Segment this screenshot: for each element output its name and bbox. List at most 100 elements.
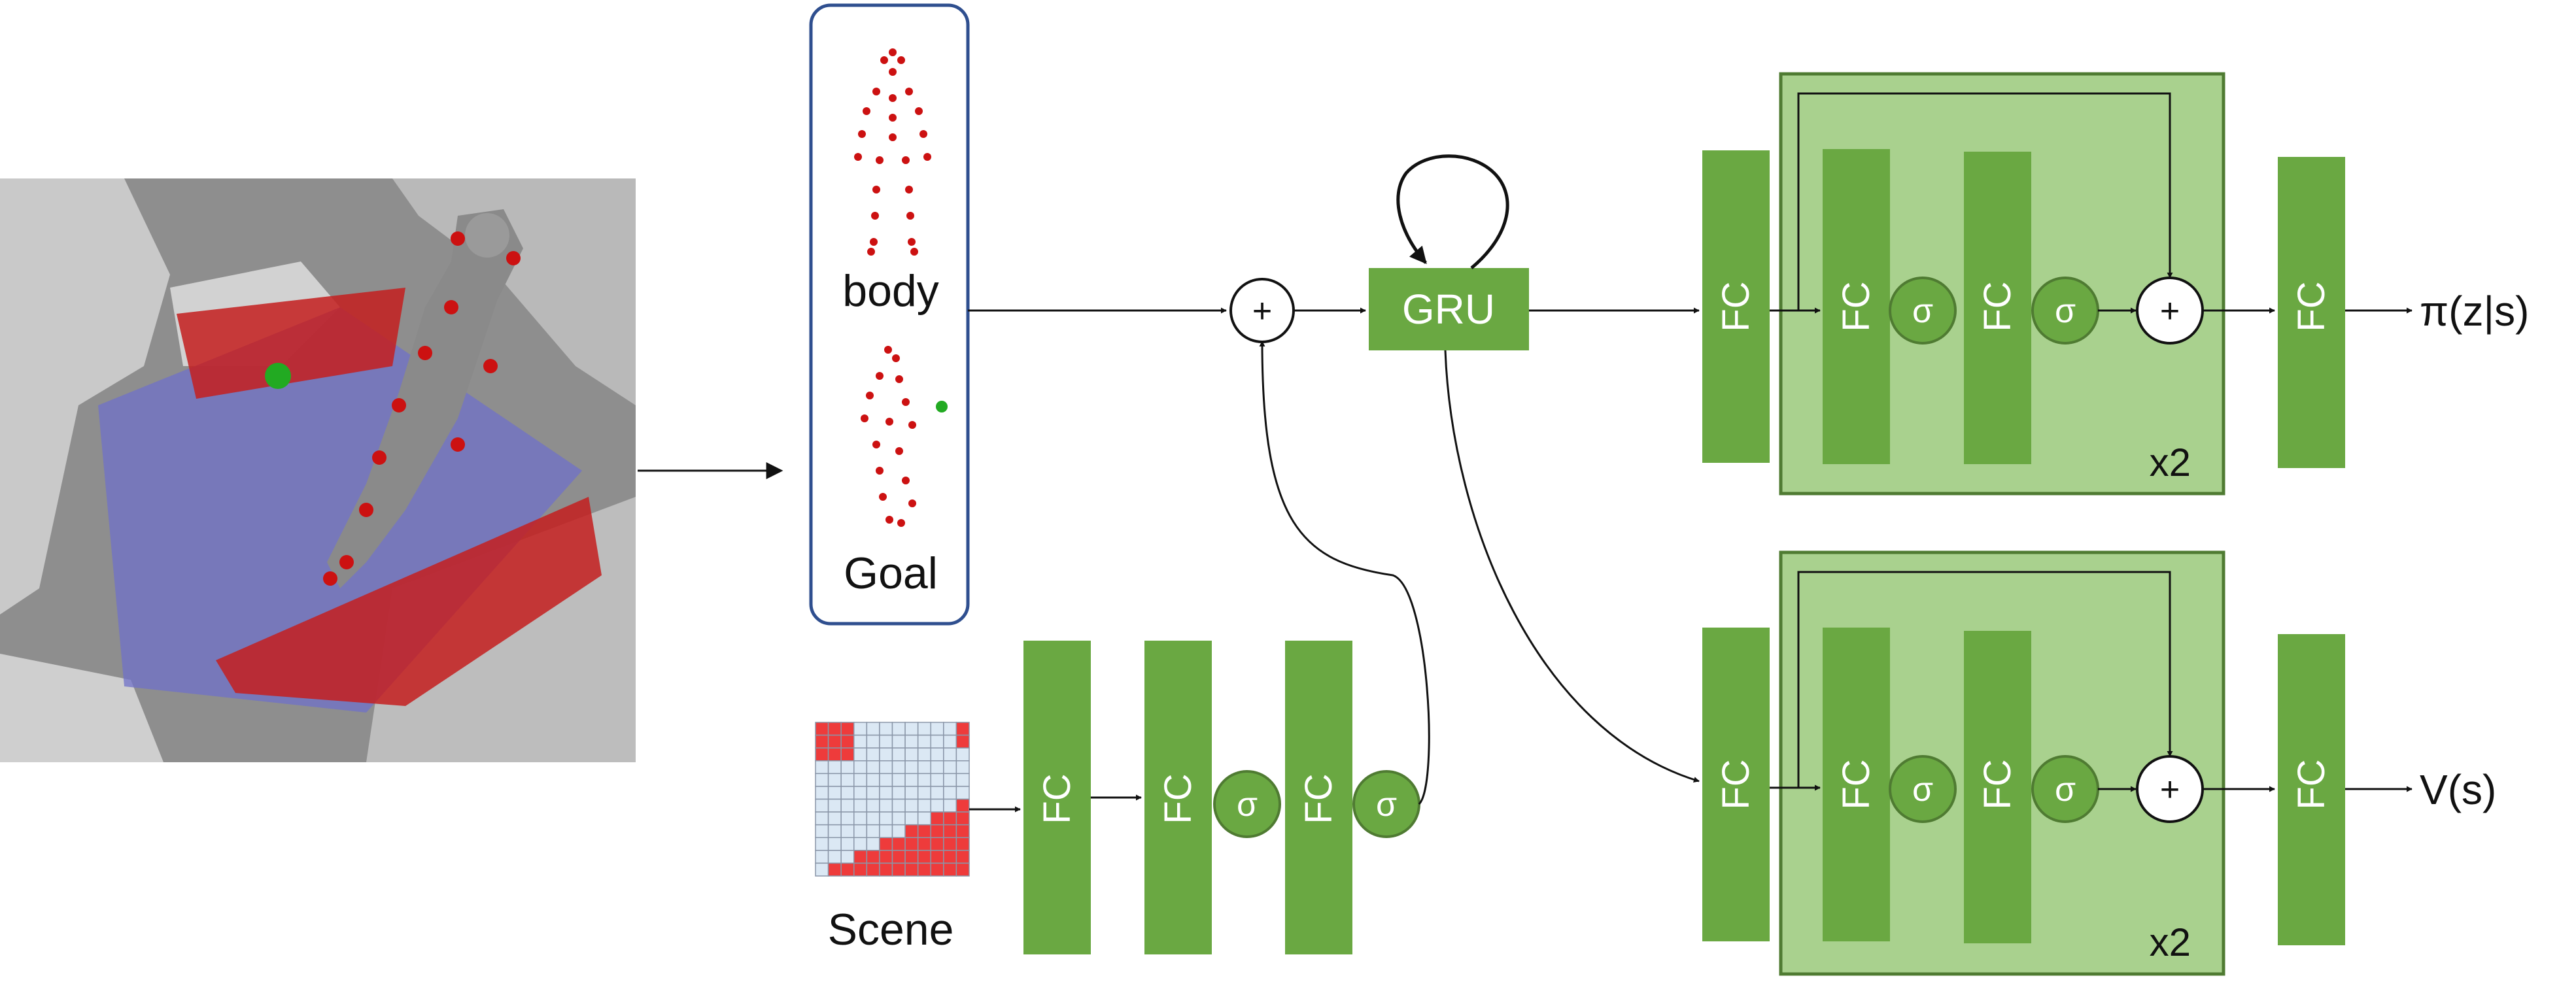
scene-grid-cell: [815, 722, 829, 736]
scene-grid-cell: [955, 786, 970, 800]
value-sigma-1-label: σ: [1912, 771, 1933, 809]
scene-grid-cell: [879, 722, 893, 736]
scene-grid-cell: [866, 798, 880, 813]
policy-fc-out: [2278, 157, 2345, 468]
scene-grid-cell: [840, 786, 855, 800]
scene-grid-cell: [815, 747, 829, 762]
scene-grid-cell: [943, 811, 957, 826]
scene-grid-cell: [943, 837, 957, 851]
scene-grid-cell: [815, 734, 829, 749]
goal-label: Goal: [844, 548, 938, 598]
policy-fc-out-label: FC: [2290, 281, 2333, 331]
scene-grid-cell: [917, 773, 931, 787]
scene-grid-cell: [815, 811, 829, 826]
scene-grid-cell: [866, 747, 880, 762]
scene-grid-cell: [879, 773, 893, 787]
scene-grid-cell: [930, 811, 944, 826]
value-block-fc-2-label: FC: [1976, 759, 2019, 809]
scene-sigma-1-label: σ: [1237, 786, 1258, 824]
scene-grid-cell: [879, 837, 893, 851]
scene-fc-2-label: FC: [1157, 773, 1199, 824]
scene-fc-1: [1023, 641, 1091, 954]
scene-grid-cell: [930, 824, 944, 838]
scene-grid-cell: [955, 798, 970, 813]
scene-grid-cell: [904, 773, 919, 787]
scene-grid-cell: [917, 747, 931, 762]
scene-grid-cell: [879, 798, 893, 813]
scene-grid-cell: [827, 747, 842, 762]
scene-grid-cell: [866, 811, 880, 826]
policy-sigma-1-label: σ: [1912, 292, 1933, 330]
value-fc-out-label: FC: [2290, 759, 2333, 809]
scene-grid-cell: [930, 734, 944, 749]
scene-grid-cell: [853, 862, 868, 877]
scene-grid-cell: [827, 837, 842, 851]
scene-grid-cell: [955, 734, 970, 749]
scene-grid-cell: [827, 811, 842, 826]
input-sum-label: +: [1252, 292, 1272, 330]
value-fc-in: [1702, 628, 1770, 941]
scene-grid-cell: [904, 837, 919, 851]
scene-grid-cell: [917, 786, 931, 800]
gru-block: [1369, 268, 1529, 350]
scene-grid-cell: [943, 850, 957, 864]
scene-grid-cell: [930, 862, 944, 877]
scene-grid-cell: [955, 760, 970, 775]
scene-label: Scene: [828, 905, 954, 954]
value-block-fc-1-label: FC: [1835, 759, 1878, 809]
scene-grid-cell: [815, 773, 829, 787]
scene-grid-cell: [917, 722, 931, 736]
scene-grid-cell: [815, 862, 829, 877]
scene-grid-cell: [891, 734, 906, 749]
scene-grid-cell: [866, 837, 880, 851]
scene-grid-cell: [853, 722, 868, 736]
value-fc-in-label: FC: [1715, 759, 1757, 809]
arrow-gru-to-value: [1444, 350, 1700, 783]
scene-grid-cell: [879, 824, 893, 838]
scene-grid-cell: [840, 747, 855, 762]
scene-grid-cell: [917, 760, 931, 775]
scene-grid-cell: [891, 760, 906, 775]
scene-grid-cell: [904, 862, 919, 877]
scene-grid-cell: [853, 786, 868, 800]
scene-grid-cell: [930, 722, 944, 736]
scene-grid-cell: [904, 811, 919, 826]
scene-grid-cell: [879, 850, 893, 864]
scene-grid-cell: [891, 722, 906, 736]
policy-block-fc-1-label: FC: [1835, 281, 1878, 331]
scene-grid-cell: [943, 798, 957, 813]
scene-grid-cell: [853, 760, 868, 775]
scene-grid-cell: [840, 798, 855, 813]
scene-grid-cell: [827, 760, 842, 775]
scene-grid-cell: [904, 722, 919, 736]
scene-grid-cell: [904, 824, 919, 838]
scene-grid-cell: [866, 734, 880, 749]
scene-grid-cell: [930, 747, 944, 762]
scene-grid-cell: [879, 786, 893, 800]
scene-grid-cell: [853, 824, 868, 838]
value-output-label: V(s): [2420, 766, 2496, 813]
scene-grid-cell: [917, 850, 931, 864]
scene-grid-cell: [943, 734, 957, 749]
scene-grid-cell: [930, 786, 944, 800]
scene-grid-cell: [827, 722, 842, 736]
scene-grid-cell: [904, 786, 919, 800]
scene-grid-cell: [943, 760, 957, 775]
scene-grid-cell: [827, 824, 842, 838]
scene-grid-cell: [840, 824, 855, 838]
scene-fc-3: [1285, 641, 1352, 954]
value-fc-out: [2278, 634, 2345, 945]
scene-grid-cell: [955, 811, 970, 826]
scene-grid-cell: [815, 824, 829, 838]
scene-sigma-1: [1213, 770, 1281, 838]
scene-grid-cell: [853, 837, 868, 851]
scene-grid-cell: [840, 773, 855, 787]
scene-grid-cell: [891, 837, 906, 851]
scene-grid-cell: [930, 760, 944, 775]
scene-grid-cell: [943, 747, 957, 762]
input-render-image: [0, 178, 636, 762]
scene-grid-cell: [955, 824, 970, 838]
scene-grid-cell: [840, 862, 855, 877]
scene-grid-cell: [815, 760, 829, 775]
